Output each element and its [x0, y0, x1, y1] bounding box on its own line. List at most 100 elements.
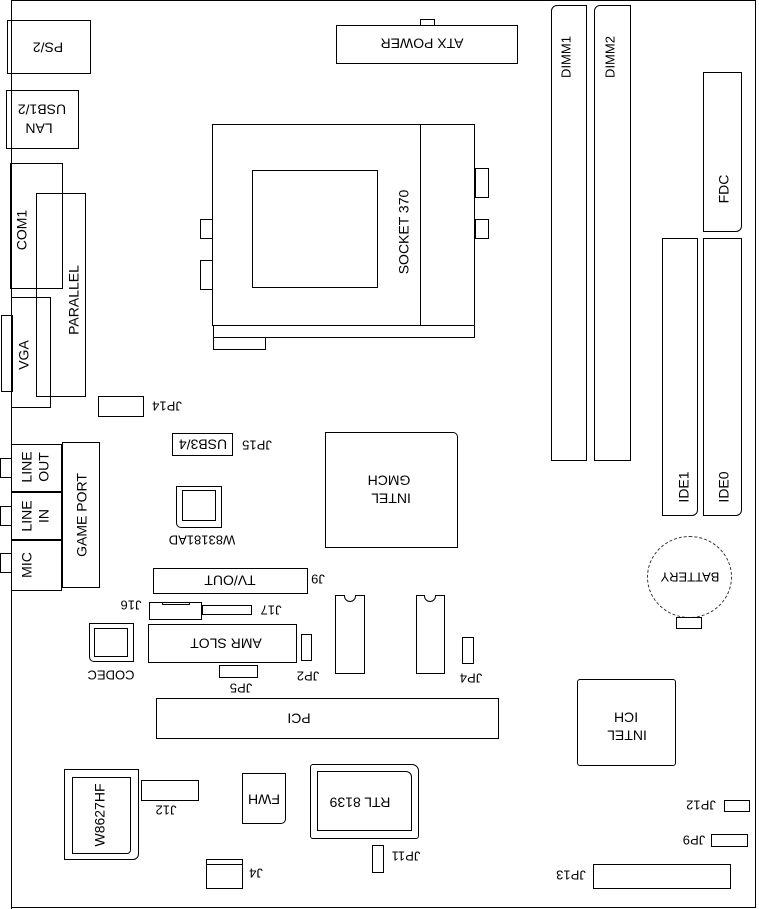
line-out-label-2: OUT — [35, 452, 52, 482]
jp2-header — [301, 634, 312, 661]
jp2-label: JP2 — [296, 668, 320, 684]
com1-label: COM1 — [13, 209, 30, 251]
j12-header — [141, 780, 199, 801]
jp13-label: JP13 — [556, 867, 586, 883]
ich-intel-label: INTEL — [607, 727, 647, 744]
board-edge-bottom — [11, 907, 756, 908]
ide1-label: IDE1 — [675, 471, 692, 503]
w8627hf-chip-inner — [72, 777, 131, 854]
rtl8139-chip — [310, 764, 419, 839]
socket-lever — [213, 325, 475, 338]
jp4-label: JP4 — [459, 670, 483, 686]
jp13-header — [593, 864, 731, 889]
jp12-header — [724, 800, 750, 812]
socket-lever-handle — [213, 337, 266, 350]
dimm2-label: DIMM2 — [602, 36, 618, 78]
atx-power-connector — [336, 25, 518, 64]
j17-connector — [202, 605, 252, 615]
amr-slot-label: AMR SLOT — [190, 635, 262, 652]
line-in-jack — [0, 506, 12, 526]
parallel-label: PARALLEL — [65, 265, 82, 335]
amr-slot — [148, 624, 297, 663]
mic-label: MIC — [18, 552, 35, 578]
lan-label: LAN — [25, 120, 53, 137]
j4-label: J4 — [249, 865, 263, 881]
line-in-label: LINE — [18, 500, 35, 532]
line-out-jack — [0, 458, 12, 478]
rtl8139-label: RTL 8139 — [329, 794, 391, 811]
ide0-label: IDE0 — [715, 471, 732, 503]
jp15-label: JP15 — [242, 437, 272, 453]
pci-slot — [156, 698, 499, 739]
socket-lever-divider — [420, 124, 421, 326]
fwh-label: FWH — [248, 791, 280, 808]
ps2-port — [7, 20, 91, 74]
dip-chip-notch — [344, 595, 356, 602]
line-out-label: LINE — [18, 451, 35, 483]
atx-power-latch — [420, 19, 435, 26]
board-edge-right — [755, 0, 756, 908]
w8627hf-label: W8627HF — [91, 783, 108, 847]
intel-gmch-chip — [325, 432, 458, 548]
audio-divider — [11, 491, 62, 493]
tv-out-connector — [153, 568, 308, 594]
jp14-label: JP14 — [152, 398, 182, 414]
line-in-label-2: IN — [35, 509, 52, 523]
socket-label: SOCKET 370 — [395, 189, 412, 275]
j17-label: J17 — [260, 602, 282, 618]
ich-label: ICH — [613, 709, 639, 726]
j16-key — [162, 602, 190, 605]
socket-clip — [200, 219, 213, 239]
atx-power-label: ATX POWER — [380, 35, 464, 52]
usb12-label: USB1/2 — [17, 101, 67, 118]
dimm1-slot — [551, 5, 587, 461]
jp4-header — [462, 637, 474, 664]
ide1-connector — [662, 238, 698, 516]
gmch-label: GMCH — [367, 472, 411, 489]
game-port — [62, 442, 100, 588]
fdc-connector — [703, 72, 742, 232]
intel-ich-chip — [577, 679, 676, 766]
lan-usb-port — [6, 90, 79, 149]
cpu-socket-die-area — [252, 170, 378, 288]
audio-divider — [11, 539, 62, 541]
fdc-label: FDC — [715, 174, 732, 204]
rtl8139-chip-inner — [317, 771, 412, 831]
codec-chip — [89, 623, 134, 662]
j4-divider — [206, 864, 243, 865]
j12-label: J12 — [155, 802, 177, 818]
jp12-label: JP12 — [686, 797, 716, 813]
ps2-label: PS/2 — [32, 39, 64, 56]
usb34-label: USB3/4 — [178, 436, 228, 453]
board-edge-top — [11, 0, 756, 1]
usb34-header — [172, 433, 233, 456]
w83181ad-chip-inner — [182, 490, 216, 521]
jp9-header — [711, 834, 748, 847]
dip-chip — [335, 595, 365, 674]
jp14-header — [98, 396, 144, 417]
vga-port — [11, 297, 51, 408]
dimm1-label: DIMM1 — [558, 36, 574, 78]
ide0-connector — [703, 238, 742, 516]
dip-chip — [416, 595, 445, 674]
battery-label: BATTERY — [660, 569, 720, 585]
w83181ad-label: W83181AD — [168, 532, 236, 548]
game-port-label: GAME PORT — [73, 473, 90, 557]
mic-jack — [0, 553, 12, 573]
tv-out-label: TV/OUT — [204, 572, 256, 589]
parallel-port — [36, 193, 86, 397]
gmch-intel-label: INTEL — [371, 490, 411, 507]
pci-label: PCI — [287, 710, 311, 727]
battery-tab — [676, 617, 702, 629]
jp11-header — [372, 845, 384, 873]
jp5-label: JP5 — [229, 680, 253, 696]
w8627hf-chip — [64, 769, 139, 860]
dip-chip-notch — [424, 595, 436, 602]
j9-label: J9 — [311, 571, 325, 587]
jp11-label: JP11 — [391, 848, 421, 864]
vga-bracket — [1, 315, 13, 392]
j4-connector — [206, 859, 243, 889]
jp9-label: JP9 — [682, 832, 706, 848]
socket-clip — [200, 260, 213, 290]
socket-clip — [475, 219, 489, 239]
